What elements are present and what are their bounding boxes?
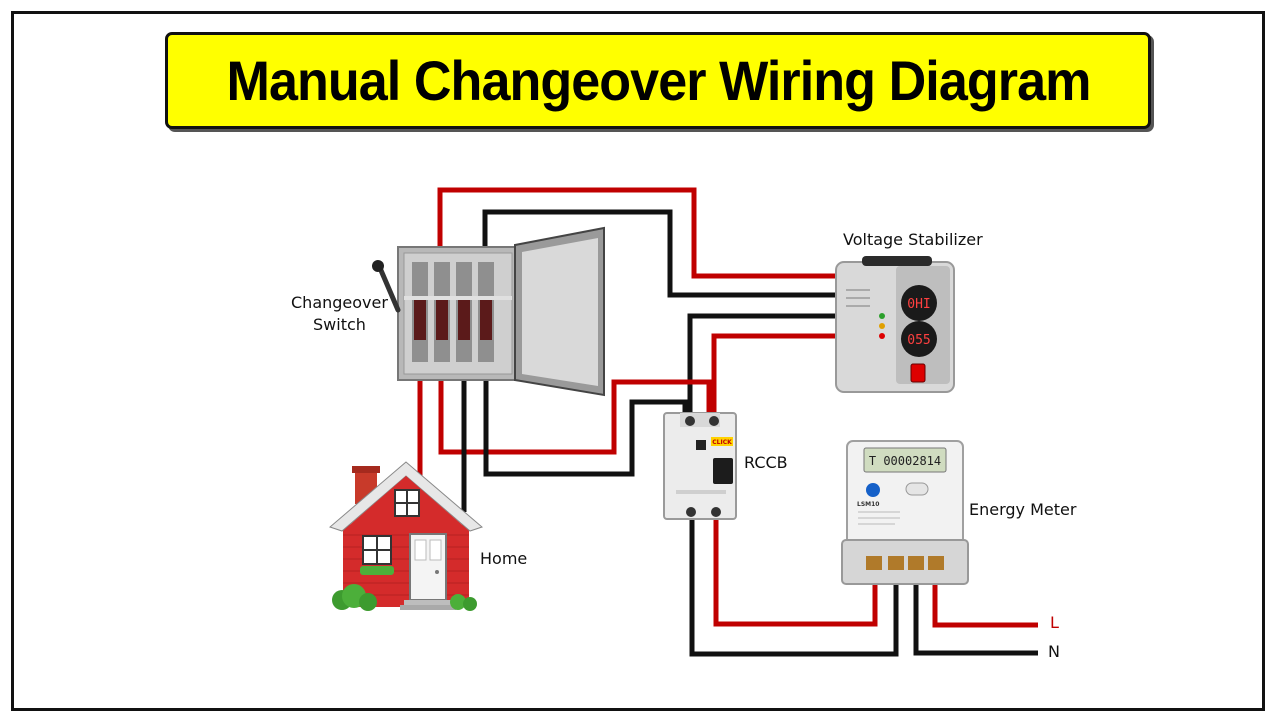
wire-stabilizer-rccb-live <box>711 333 840 420</box>
energy-meter: T 00002814 LSM10 <box>841 440 969 585</box>
label-rccb: RCCB <box>744 453 788 472</box>
rccb-device: CLICK <box>663 412 737 520</box>
wire-rccb-meter-live <box>713 515 878 627</box>
wire-rccb-meter-neutral <box>689 515 899 657</box>
wire-rccb-switch-neutral <box>483 370 688 477</box>
label-changeover-switch-text: Changeover Switch <box>291 293 388 334</box>
label-line: L <box>1050 613 1059 632</box>
home-icon <box>329 461 483 611</box>
meter-model: LSM10 <box>857 501 879 508</box>
wire-rccb-switch-live <box>438 370 712 455</box>
wire-stabilizer-rccb-neutral <box>687 313 840 420</box>
wire-switch-stabilizer-live <box>437 187 840 279</box>
voltage-stabilizer: 0HI 055 <box>835 256 955 393</box>
stabilizer-display-bottom: 055 <box>907 333 930 348</box>
label-neutral: N <box>1048 642 1060 661</box>
meter-reading: T 00002814 <box>869 454 941 468</box>
changeover-switch <box>372 226 605 397</box>
wire-switch-stabilizer-neutral <box>482 209 840 298</box>
label-home: Home <box>480 549 528 568</box>
stabilizer-display-top: 0HI <box>907 297 930 312</box>
title-banner: Manual Changeover Wiring Diagram <box>165 32 1151 129</box>
wire-supply-neutral <box>913 568 1038 656</box>
rccb-brand: CLICK <box>712 439 732 446</box>
label-voltage-stabilizer: Voltage Stabilizer <box>843 230 983 249</box>
label-energy-meter: Energy Meter <box>969 500 1077 519</box>
page-title: Manual Changeover Wiring Diagram <box>226 49 1091 112</box>
label-changeover-switch: Changeover Switch <box>291 292 388 336</box>
wire-supply-live <box>932 568 1038 628</box>
